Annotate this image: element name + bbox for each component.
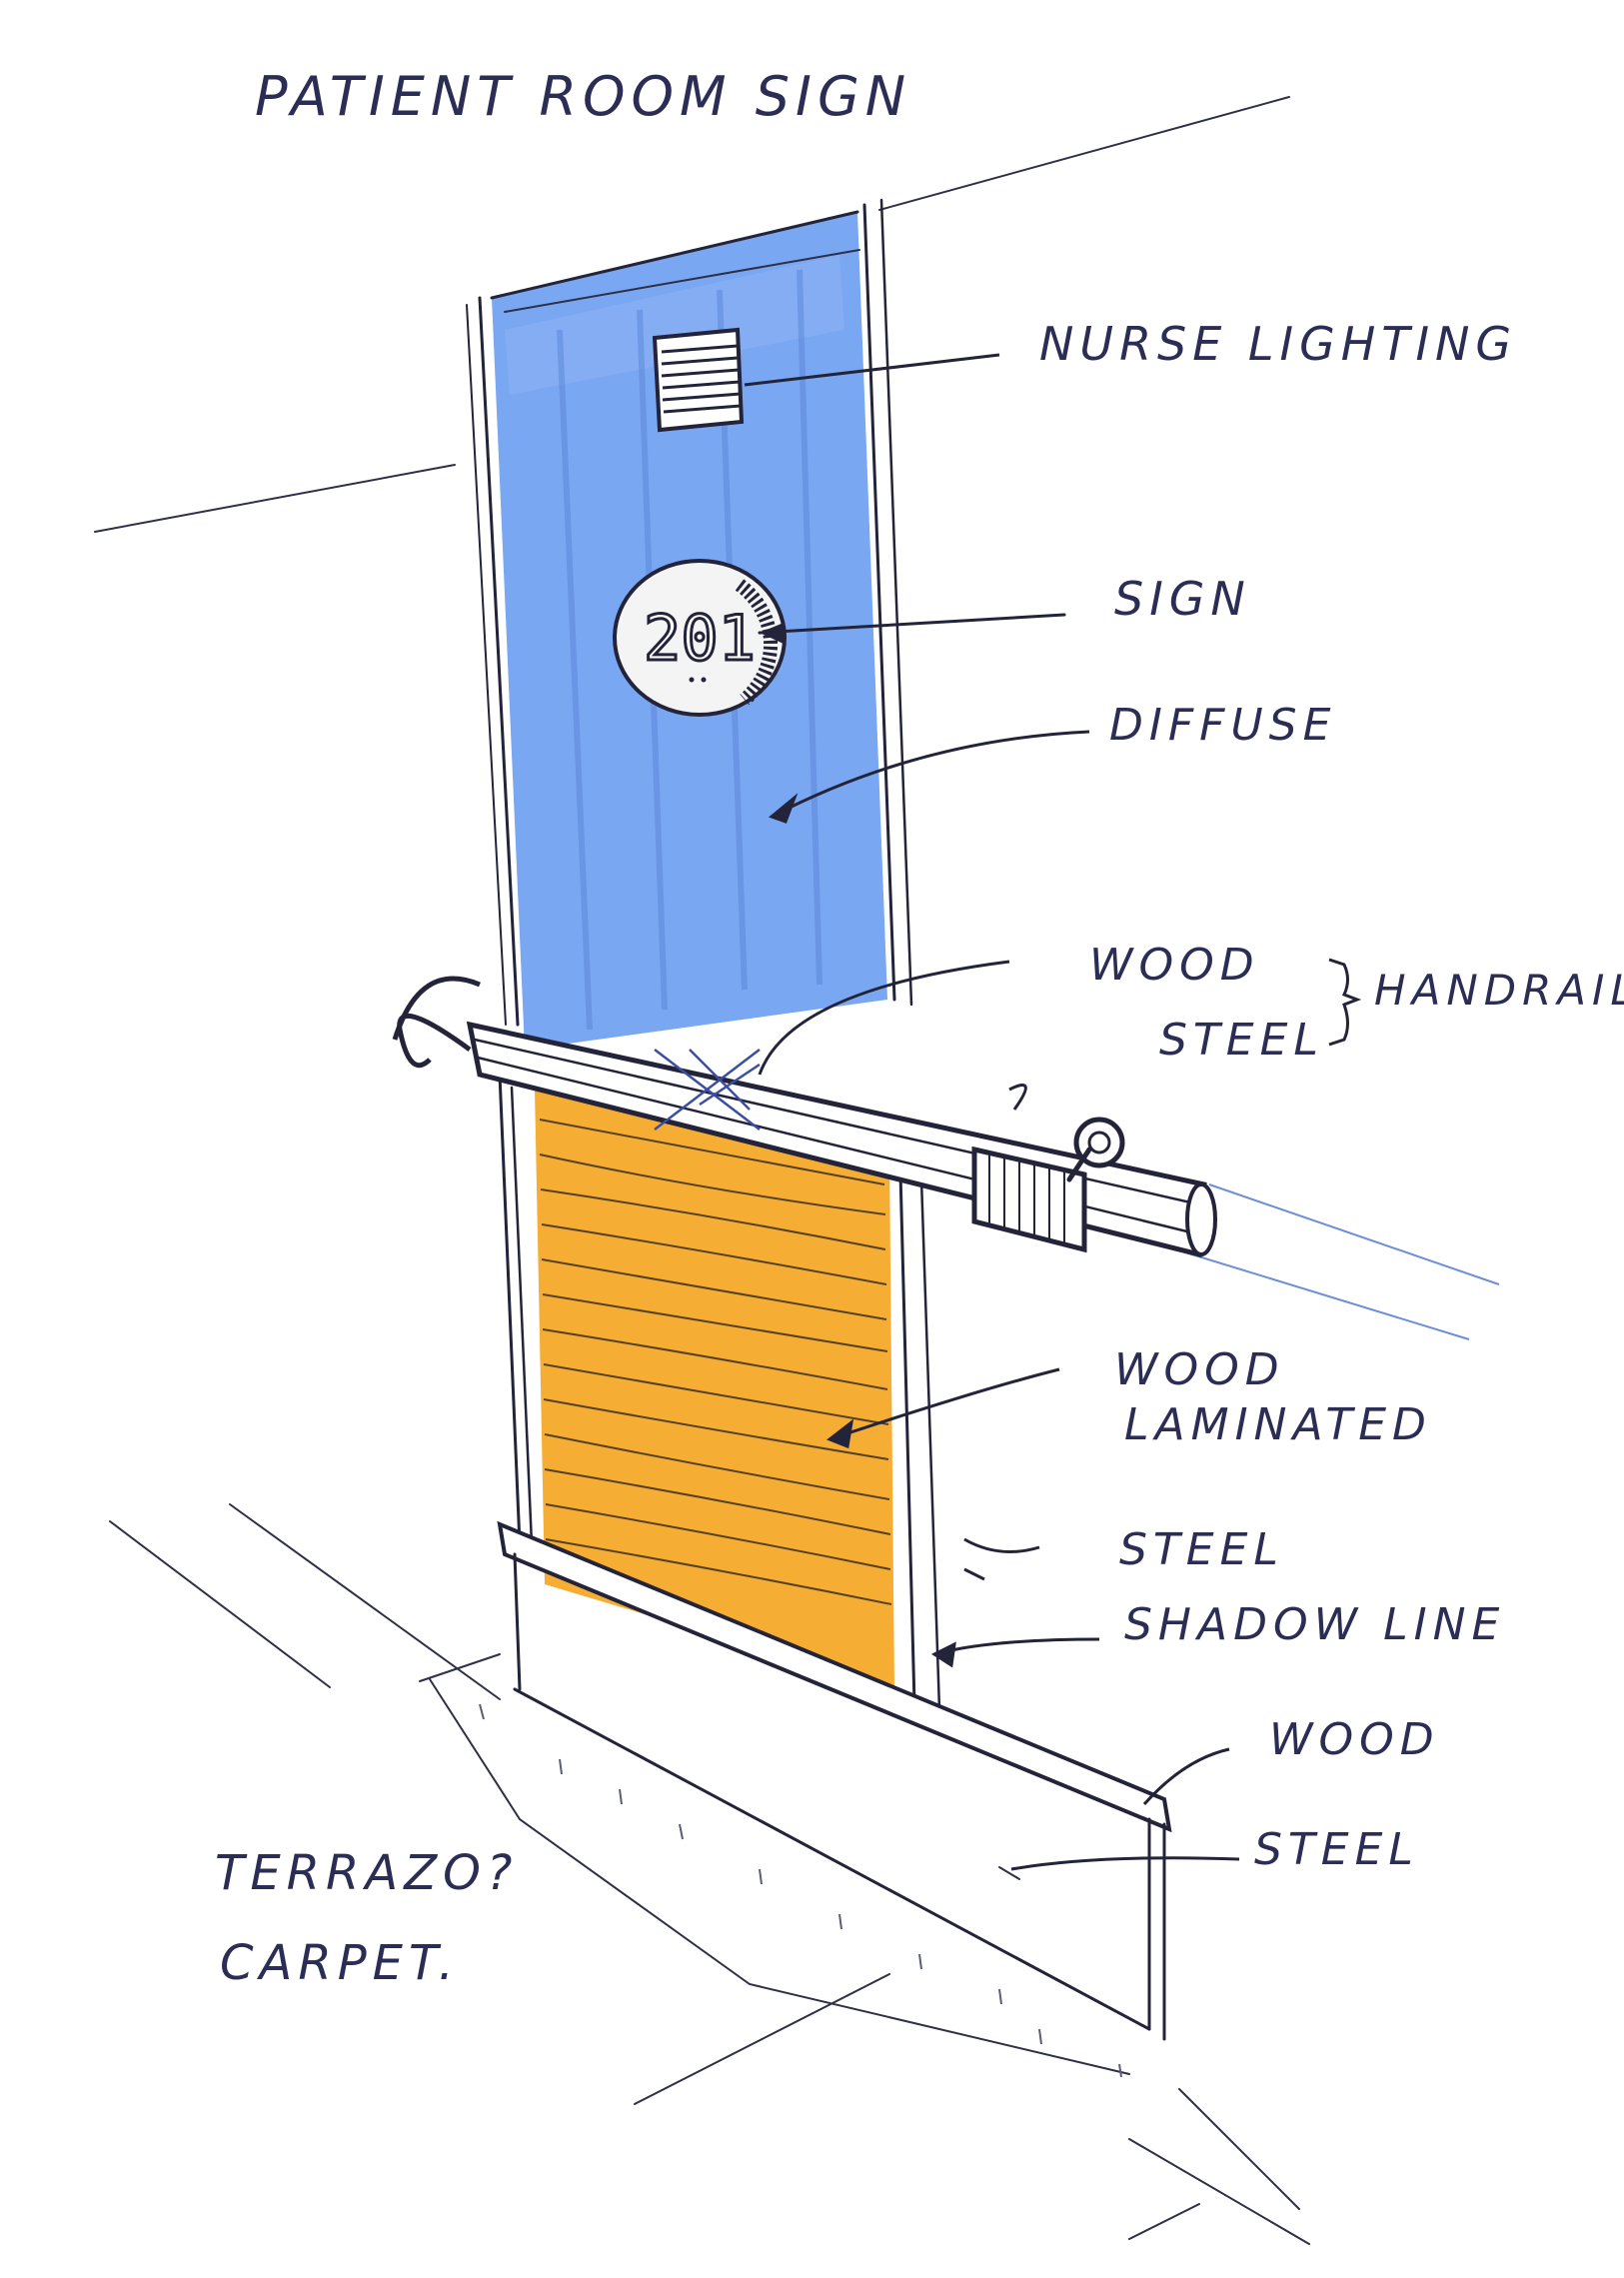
label-sign: SIGN — [1114, 572, 1251, 626]
wood-laminated-panel — [535, 1090, 894, 1689]
leader-lines — [744, 353, 1362, 1871]
nurse-lighting-fixture — [652, 327, 745, 433]
label-nurse-lighting: NURSE LIGHTING — [1039, 317, 1517, 371]
room-number-sign: 201 — [613, 559, 1066, 717]
wall-lines — [94, 96, 1500, 1340]
label-handrail-steel: STEEL — [1159, 1015, 1324, 1066]
label-floor-line1: TERRAZO? — [215, 1845, 518, 1901]
label-shadow-line: SHADOW LINE — [1124, 1599, 1505, 1650]
label-handrail-wood: WOOD — [1089, 940, 1260, 991]
label-wood-laminated-line1: WOOD — [1114, 1344, 1285, 1395]
steel-frame — [466, 198, 941, 1711]
sketch-title: PATIENT ROOM SIGN — [255, 65, 911, 128]
floor — [109, 1503, 1310, 2245]
room-number-text: 201 — [644, 602, 756, 675]
handrail — [392, 976, 1217, 1258]
label-base-steel: STEEL — [1254, 1824, 1419, 1875]
label-floor-line2: CARPET. — [220, 1935, 460, 1991]
label-base-wood: WOOD — [1269, 1714, 1440, 1765]
label-diffuse: DIFFUSE — [1109, 700, 1336, 751]
labels: PATIENT ROOM SIGN NURSE LIGHTING SIGN DI… — [215, 65, 1624, 1991]
label-steel-panel: STEEL — [1119, 1524, 1284, 1575]
label-wood-laminated-line2: LAMINATED — [1124, 1399, 1432, 1450]
label-handrail: HANDRAIL — [1374, 966, 1624, 1015]
base-trim — [497, 1520, 1172, 2041]
